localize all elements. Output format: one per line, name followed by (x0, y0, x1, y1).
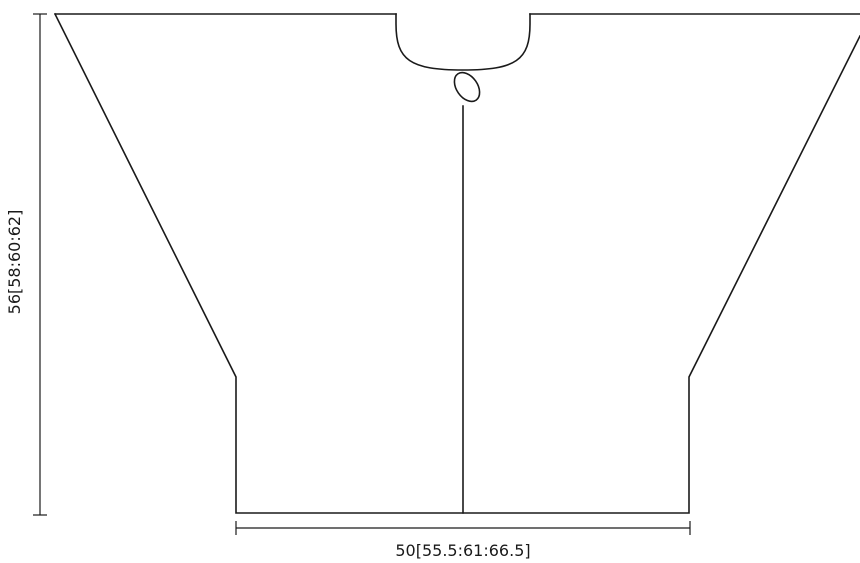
body-outline (53, 12, 860, 514)
garment-outline (53, 12, 860, 514)
button-loop (453, 71, 481, 103)
width-dimension: 50[55.5:61:66.5] (235, 521, 691, 560)
length-dimension: 56[58:60:62] (5, 13, 47, 516)
length-dimension-label: 56[58:60:62] (5, 210, 24, 315)
width-dimension-label: 50[55.5:61:66.5] (395, 541, 530, 560)
neck-opening (395, 13, 531, 71)
